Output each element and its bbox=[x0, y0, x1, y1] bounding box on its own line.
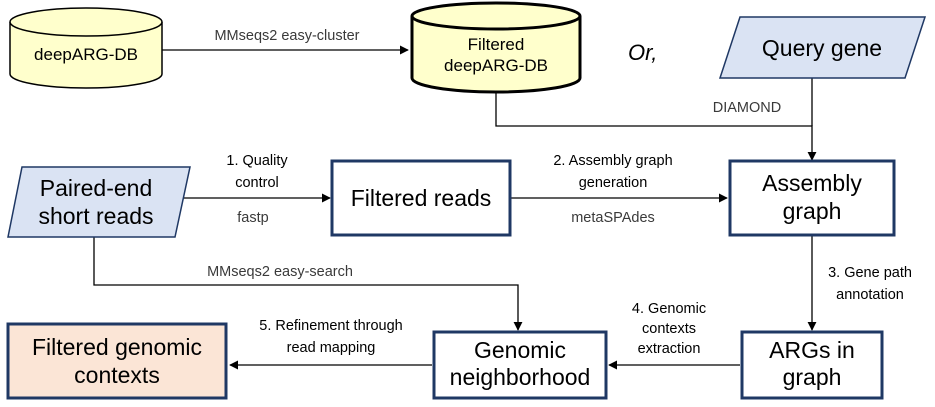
input-parallelogram bbox=[7, 166, 191, 238]
edge-label-diamond: DIAMOND bbox=[713, 100, 781, 116]
process-box bbox=[432, 330, 608, 400]
edge-mmseqs-search bbox=[93, 237, 523, 331]
edge-filtered-db-to-assembly bbox=[495, 92, 817, 161]
text-line: 4. Genomic bbox=[632, 301, 706, 317]
edge-label-fastp: fastp bbox=[237, 210, 268, 226]
text-line: graph bbox=[783, 364, 842, 390]
node-filtered-deeparg-db: Filtered deepARG-DB bbox=[410, 1, 582, 94]
text-line: read mapping bbox=[287, 340, 376, 356]
text-line: ARGs in bbox=[769, 337, 855, 363]
text-line: metaSPAdes bbox=[571, 210, 655, 226]
text-line: deepARG-DB bbox=[444, 56, 548, 75]
text-line: 2. Assembly graph bbox=[553, 153, 672, 169]
node-query-gene: Query gene bbox=[718, 16, 927, 79]
text-line: generation bbox=[579, 175, 648, 191]
database-cylinder-top bbox=[9, 7, 163, 37]
text-line: fastp bbox=[237, 210, 268, 226]
text-line: MMseqs2 easy-cluster bbox=[214, 28, 359, 44]
edge-label-assembly-generation: 2. Assembly graph generation bbox=[553, 153, 672, 191]
database-cylinder-icon bbox=[9, 22, 163, 89]
text-line: MMseqs2 easy-search bbox=[207, 264, 353, 280]
edge-label-quality-control: 1. Quality control bbox=[226, 153, 288, 191]
edge-label-genomic-extraction: 4. Genomic contexts extraction bbox=[632, 301, 706, 357]
text-line: Paired-end bbox=[40, 175, 153, 201]
edge-label-mmseqs-search: MMseqs2 easy-search bbox=[207, 264, 353, 280]
text-line: extraction bbox=[638, 341, 701, 357]
node-text: Filtered deepARG-DB bbox=[444, 35, 548, 75]
text-line: Assembly bbox=[762, 170, 862, 196]
output-box bbox=[6, 322, 228, 400]
edge-label-metaspades: metaSPAdes bbox=[571, 210, 655, 226]
text-line: graph bbox=[783, 198, 842, 224]
text-line: Filtered genomic bbox=[32, 334, 202, 360]
text-line: Filtered bbox=[468, 35, 525, 54]
node-text: Query gene bbox=[762, 35, 882, 61]
node-deeparg-db: deepARG-DB bbox=[9, 7, 163, 89]
text-line: 1. Quality bbox=[226, 153, 288, 169]
text-line: short reads bbox=[38, 203, 153, 229]
text-line: annotation bbox=[836, 287, 904, 303]
text-line: control bbox=[235, 175, 279, 191]
text-line: Genomic bbox=[474, 337, 566, 363]
text-line: 3. Gene path bbox=[828, 265, 912, 281]
edge-label-refinement: 5. Refinement through read mapping bbox=[259, 318, 402, 356]
text-line: DIAMOND bbox=[713, 100, 781, 116]
database-cylinder-top bbox=[410, 1, 582, 31]
text-line: contexts bbox=[642, 321, 696, 337]
process-box bbox=[740, 330, 884, 400]
text-line: deepARG-DB bbox=[34, 45, 138, 64]
node-text: deepARG-DB bbox=[34, 45, 138, 64]
text-line: neighborhood bbox=[450, 364, 591, 390]
edge-label-gene-path: 3. Gene path annotation bbox=[828, 265, 912, 303]
text-line: contexts bbox=[74, 362, 160, 388]
process-box bbox=[728, 159, 896, 237]
text-line: Filtered reads bbox=[351, 185, 492, 211]
or-label: Or, bbox=[628, 40, 657, 65]
edge-label-mmseqs-cluster: MMseqs2 easy-cluster bbox=[214, 28, 359, 44]
database-cylinder-icon bbox=[410, 16, 582, 94]
node-filtered-reads: Filtered reads bbox=[330, 159, 512, 237]
node-text: Filtered reads bbox=[351, 185, 492, 211]
input-parallelogram bbox=[718, 16, 927, 79]
process-box bbox=[330, 159, 512, 237]
text-line: 5. Refinement through bbox=[259, 318, 402, 334]
text-line: Query gene bbox=[762, 35, 882, 61]
